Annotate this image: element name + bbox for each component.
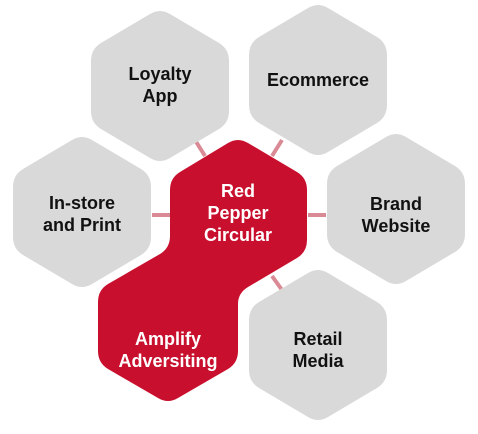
hex-loyalty-app — [91, 11, 229, 161]
label-brand-website: Brand Website — [362, 193, 431, 237]
label-retail-media: Retail Media — [292, 328, 343, 372]
label-line: App — [142, 86, 178, 106]
label-loyalty-app: Loyalty App — [128, 63, 191, 107]
label-line: Red — [220, 181, 255, 201]
label-line: and Print — [42, 215, 122, 235]
label-amplify-advertising: Amplify Adversiting — [118, 328, 217, 372]
label-line: Adversiting — [118, 351, 218, 371]
label-line: In-store — [48, 193, 116, 213]
connector-loyalty-center — [193, 138, 207, 158]
connector-retail-center — [270, 274, 284, 292]
label-in-store-print: In-store and Print — [43, 192, 121, 236]
hex-red-pepper-circular — [98, 140, 307, 401]
label-line: Amplify — [134, 329, 201, 349]
label-line: Pepper — [207, 203, 269, 223]
label-line: Retail — [293, 329, 343, 349]
connector-ecommerce-center — [270, 138, 284, 158]
label-line: Loyalty — [128, 64, 192, 84]
hex-retail-media — [249, 270, 387, 420]
label-line: Ecommerce — [266, 70, 370, 90]
label-line: Media — [292, 351, 344, 371]
label-ecommerce: Ecommerce — [267, 69, 369, 91]
hex-in-store-print — [13, 137, 151, 287]
label-red-pepper-circular: Red Pepper Circular — [204, 180, 272, 246]
label-line: Website — [361, 216, 431, 236]
hex-ecommerce — [249, 5, 387, 155]
label-line: Circular — [203, 225, 273, 245]
label-line: Brand — [369, 194, 422, 214]
hex-brand-website — [327, 134, 465, 284]
